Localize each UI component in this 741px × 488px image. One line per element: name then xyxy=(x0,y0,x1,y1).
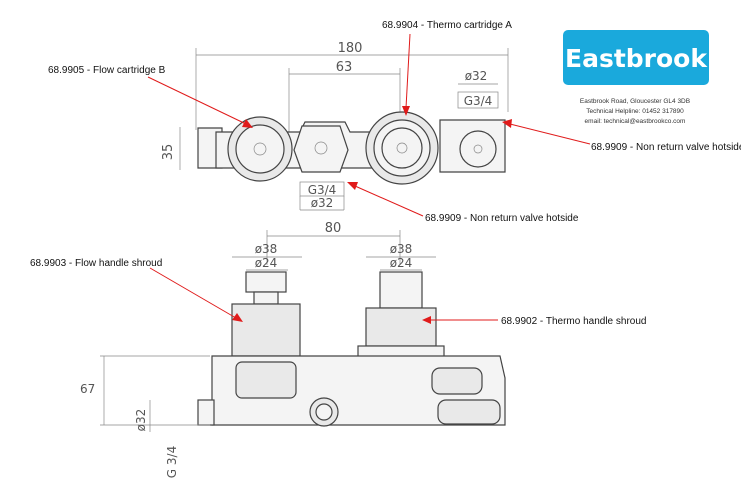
flow-spindle-neck xyxy=(253,291,279,305)
plan-view: 180 63 ø32 G3/4 35 G3/4 xyxy=(161,41,509,211)
flow-handle-shroud xyxy=(231,303,301,357)
arrowhead-thermo-handle xyxy=(422,316,431,324)
flow-cartridge-spindle xyxy=(253,142,267,156)
arrow-flow-cartridge xyxy=(147,76,247,125)
arrow-thermo-cartridge xyxy=(405,33,411,109)
arrowhead-nrv-bottom xyxy=(347,182,358,190)
dim-g34-top: G3/4 xyxy=(464,94,493,108)
arrowhead-nrv-right xyxy=(502,119,512,128)
body-recess-right xyxy=(431,367,483,395)
thermo-cartridge-spindle xyxy=(396,142,408,154)
brand-helpline: Technical Helpline: 01452 317890 xyxy=(586,108,684,115)
dim-g34-mid: G3/4 xyxy=(308,183,337,197)
middle-boss-bore xyxy=(314,141,328,155)
brand-address: Eastbrook Road, Gloucester GL4 3DB xyxy=(580,98,690,105)
callout-flow-handle: 68.9903 - Flow handle shroud xyxy=(30,258,162,269)
dim-dia24-left: ø24 xyxy=(255,256,278,270)
callout-nrv-right: 68.9909 - Non return valve hotside xyxy=(591,142,741,153)
dim-63: 63 xyxy=(336,60,353,75)
flow-cartridge-inner xyxy=(235,124,285,174)
arrowhead-flow-handle xyxy=(232,313,243,322)
dim-67: 67 xyxy=(80,382,95,396)
arrow-nrv-bottom xyxy=(354,185,424,217)
dim-g34-bottom: G 3/4 xyxy=(165,446,179,478)
callout-nrv-bottom: 68.9909 - Non return valve hotside xyxy=(425,213,579,224)
callout-flow-cartridge: 68.9905 - Flow cartridge B xyxy=(48,65,166,76)
dim-dia24-right: ø24 xyxy=(390,256,413,270)
dim-dia32-top: ø32 xyxy=(465,69,488,83)
arrowhead-thermo-cartridge xyxy=(402,106,410,116)
arrow-flow-handle xyxy=(149,267,237,319)
dim-dia38-right: ø38 xyxy=(390,242,413,256)
callouts: 68.9904 - Thermo cartridge A 68.9905 - F… xyxy=(30,20,741,327)
right-outlet-bore xyxy=(473,144,483,154)
middle-boss xyxy=(293,125,349,173)
callout-thermo-handle: 68.9902 - Thermo handle shroud xyxy=(501,316,646,327)
brand-logo xyxy=(563,30,709,85)
body-recess-left xyxy=(235,361,297,399)
body-outlet-right xyxy=(437,399,501,425)
dim-180: 180 xyxy=(338,41,363,56)
thermo-cartridge-inner xyxy=(381,127,423,169)
dim-dia32-mid: ø32 xyxy=(311,196,334,210)
dim-frame-g34-mid xyxy=(299,181,345,197)
dim-35: 35 xyxy=(161,144,176,161)
brand-email: email: technical@eastbrookco.com xyxy=(585,118,686,125)
dim-frame-g34-top xyxy=(457,91,499,109)
right-outlet-port xyxy=(459,130,497,168)
dim-80: 80 xyxy=(325,221,342,236)
brand-logo-text: Eastbrook xyxy=(565,44,708,73)
thermo-handle-shroud xyxy=(365,307,437,347)
arrowhead-flow-cartridge xyxy=(242,119,253,128)
flow-spindle xyxy=(245,271,287,293)
callout-thermo-cartridge: 68.9904 - Thermo cartridge A xyxy=(382,20,512,31)
brand-block: Eastbrook Eastbrook Road, Gloucester GL4… xyxy=(563,30,709,125)
thermo-spindle xyxy=(379,271,423,309)
bottom-port-inner xyxy=(315,403,333,421)
dim-dia38-left: ø38 xyxy=(255,242,278,256)
dim-dia32-bottom: ø32 xyxy=(134,409,148,432)
left-inlet-stub xyxy=(197,399,215,426)
elevation-view: 80 ø38 ø24 ø38 ø24 67 ø32 xyxy=(80,221,506,478)
arrow-nrv-right xyxy=(509,123,591,145)
